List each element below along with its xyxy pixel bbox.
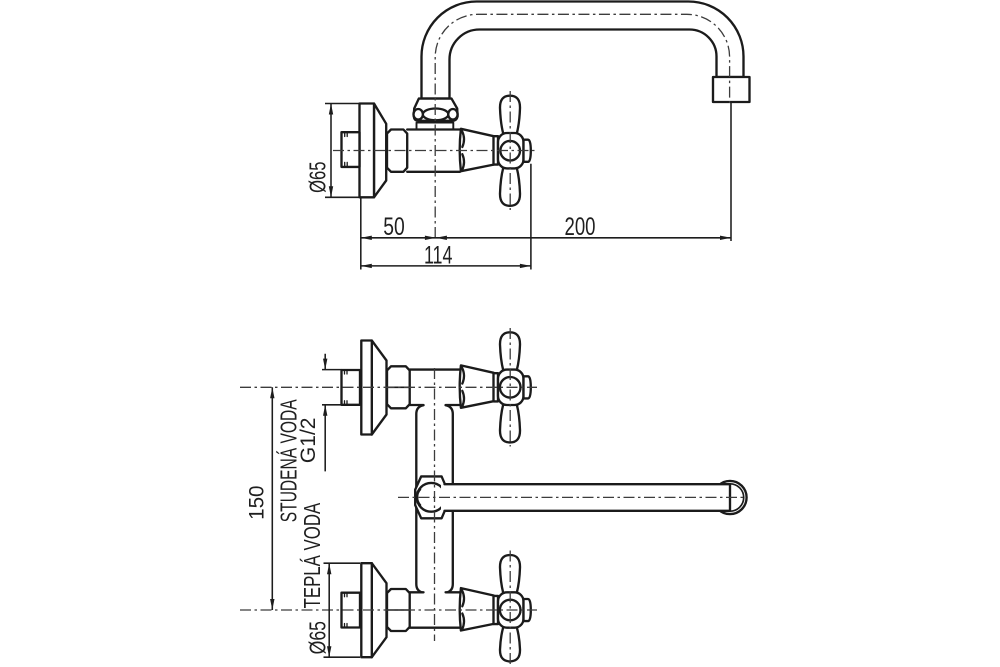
svg-text:200: 200	[565, 213, 596, 241]
svg-text:Ø65: Ø65	[304, 162, 330, 193]
svg-text:STUDENÁ VODA: STUDENÁ VODA	[276, 399, 302, 522]
svg-text:Ø65: Ø65	[304, 621, 330, 654]
svg-text:150: 150	[246, 486, 269, 520]
svg-text:114: 114	[424, 242, 453, 270]
svg-text:G1/2: G1/2	[297, 418, 320, 464]
svg-text:50: 50	[383, 213, 405, 241]
svg-text:TEPLÁ VODA: TEPLÁ VODA	[299, 502, 325, 608]
